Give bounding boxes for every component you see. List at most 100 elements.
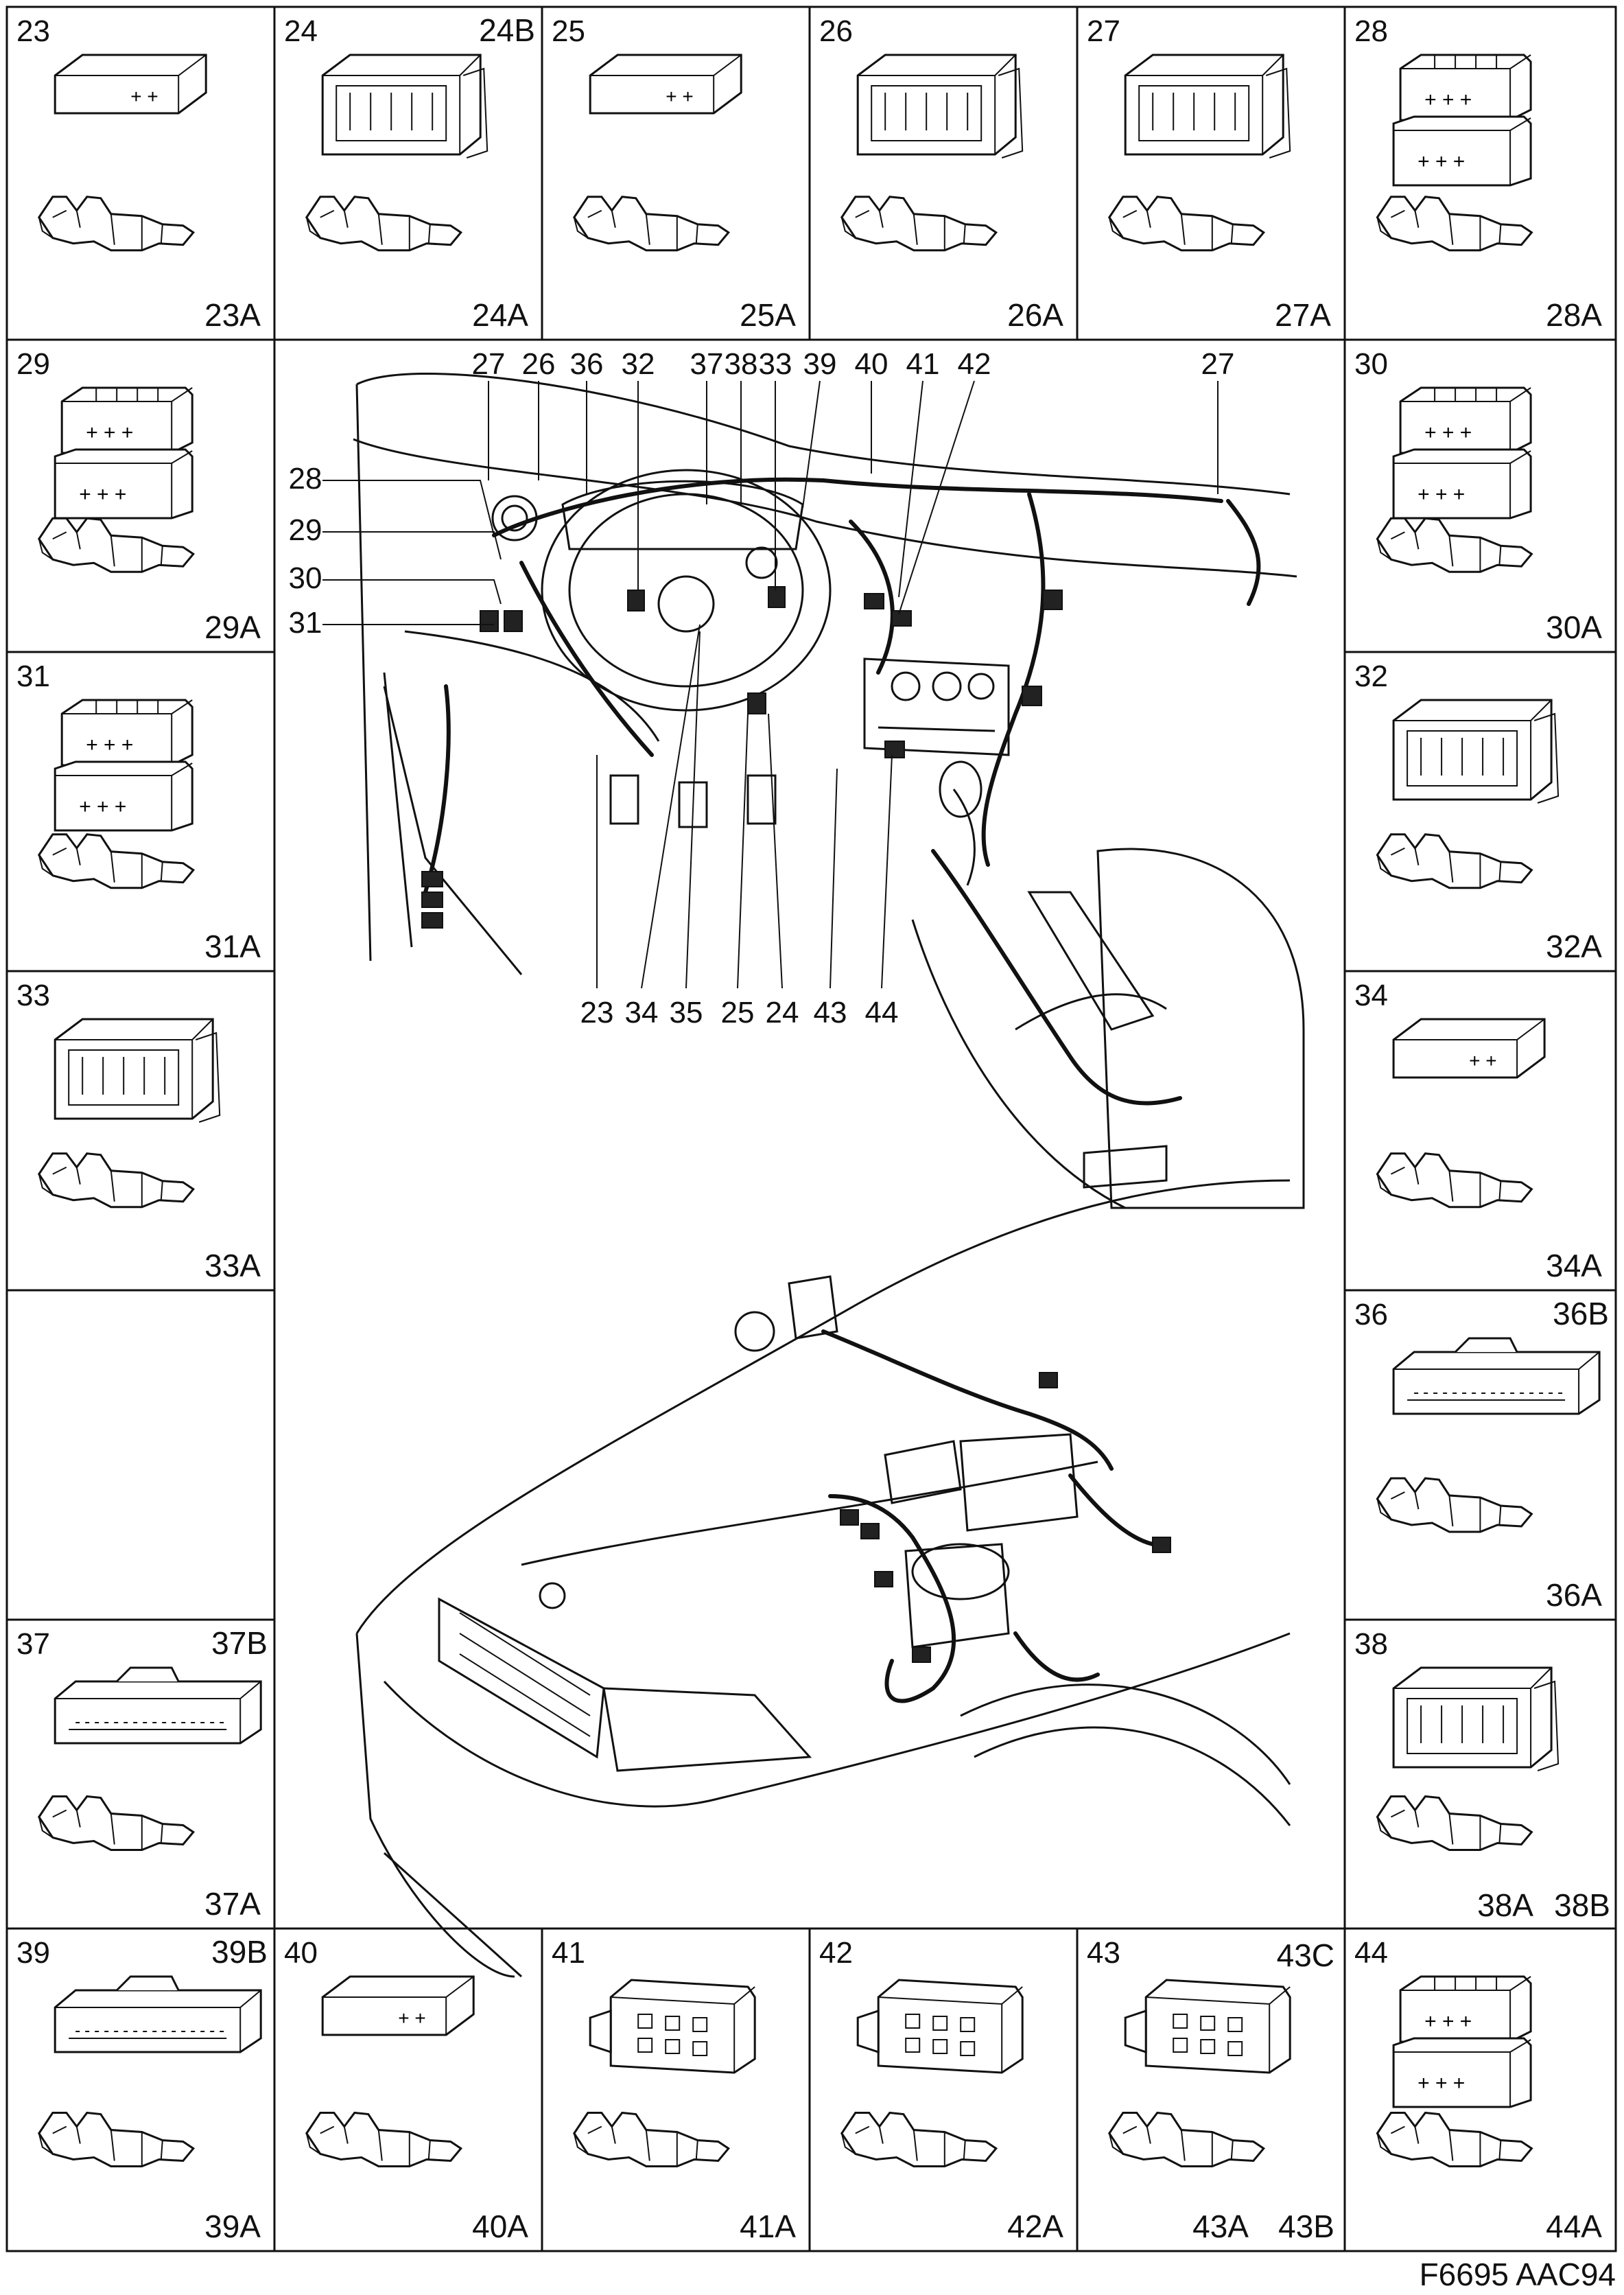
terminal-illustration: [38, 2112, 195, 2167]
part-code-label: 38A: [1477, 1887, 1533, 1923]
callout-number: 38: [725, 347, 758, 381]
terminal-illustration: [38, 196, 195, 252]
callout-number: 29: [289, 513, 322, 547]
terminal-illustration: [1376, 196, 1533, 252]
terminal-illustration: [573, 196, 730, 252]
connector-cell-28: 28 28A: [1354, 14, 1602, 333]
connector-number: 25: [552, 14, 585, 48]
part-code-label: 29A: [204, 609, 261, 645]
connector-housing-illustration: [1392, 1666, 1560, 1772]
connector-housing-illustration: [54, 1666, 262, 1745]
connector-number: 42: [819, 1936, 853, 1970]
connector-cell-25: 25 25A: [552, 14, 796, 333]
part-code-label: 32A: [1546, 929, 1602, 964]
connector-housing-illustration: [54, 386, 193, 520]
connector-cell-43: 43 43A 43B 43C: [1087, 1936, 1334, 2244]
callout-number: 34: [625, 996, 659, 1029]
part-code-label: 24B: [479, 12, 535, 48]
part-code-label: 24A: [472, 297, 528, 333]
connector-housing-illustration: [1392, 699, 1560, 804]
part-code-label: 39A: [204, 2209, 261, 2244]
part-code-label: 41A: [740, 2209, 796, 2244]
callout-number: 37: [690, 347, 724, 381]
connector-cell-26: 26 26A: [819, 14, 1063, 333]
connector-housing-illustration: [1392, 386, 1532, 520]
connector-housing-illustration: [54, 54, 207, 115]
connector-number: 26: [819, 14, 853, 48]
terminal-illustration: [840, 2112, 998, 2167]
callout-number: 27: [472, 347, 506, 381]
part-code-label: 42A: [1007, 2209, 1063, 2244]
connector-cell-41: 41 41A: [552, 1936, 796, 2244]
part-code-label: 43C: [1277, 1937, 1334, 1973]
terminal-illustration: [38, 1152, 195, 1209]
part-code-label: 40A: [472, 2209, 528, 2244]
callout-number: 41: [906, 347, 940, 381]
callout-number: 39: [803, 347, 837, 381]
connector-number: 43: [1087, 1936, 1120, 1970]
callout-number: 25: [721, 996, 755, 1029]
terminal-illustration: [573, 2112, 730, 2167]
part-code-label: 25A: [740, 297, 796, 333]
connector-cell-40: 40 40A: [284, 1936, 528, 2244]
part-code-label: 43B: [1278, 2209, 1334, 2244]
connector-number: 27: [1087, 14, 1120, 48]
connector-housing-illustration: [54, 1975, 262, 2053]
connector-cell-30: 30 30A: [1354, 347, 1602, 645]
figure-code: F6695 AAC94: [1420, 2257, 1616, 2292]
part-code-label: 36A: [1546, 1577, 1602, 1613]
connector-number: 36: [1354, 1298, 1388, 1331]
part-code-label: 28A: [1546, 297, 1602, 333]
connector-number: 40: [284, 1936, 318, 1970]
part-code-label: 30A: [1546, 609, 1602, 645]
terminal-illustration: [305, 196, 462, 252]
callout-number: 28: [289, 462, 322, 496]
connector-number: 28: [1354, 14, 1388, 48]
connector-housing-illustration: [54, 699, 193, 832]
callout-number: 40: [855, 347, 889, 381]
terminal-illustration: [1376, 1152, 1533, 1209]
callout-number: 42: [958, 347, 991, 381]
terminal-illustration: [1376, 517, 1533, 573]
part-code-label: 26A: [1007, 297, 1063, 333]
sheet-border: [5, 5, 1617, 2252]
connector-housing-illustration: [321, 54, 489, 159]
terminal-illustration: [1376, 833, 1533, 889]
connector-housing-illustration: [856, 54, 1024, 159]
callout-number: 31: [289, 606, 322, 640]
part-code-label: 43A: [1192, 2209, 1249, 2244]
connector-number: 33: [16, 979, 50, 1012]
terminal-illustration: [840, 196, 998, 252]
connector-number: 44: [1354, 1936, 1388, 1970]
connector-number: 23: [16, 14, 50, 48]
vehicle-illustration: [322, 373, 1305, 1978]
connector-housing-illustration: [589, 54, 742, 115]
part-code-label: 36B: [1553, 1296, 1609, 1331]
part-code-label: 31A: [204, 929, 261, 964]
connector-number: 30: [1354, 347, 1388, 381]
callout-number: 44: [865, 996, 899, 1029]
terminal-illustration: [1376, 2112, 1533, 2167]
callout-number: 32: [622, 347, 655, 381]
connector-number: 41: [552, 1936, 585, 1970]
connector-housing-illustration: [1392, 1337, 1601, 1415]
part-code-label: 23A: [204, 297, 261, 333]
connector-housing-illustration: [589, 1979, 756, 2074]
part-code-label: 39B: [211, 1934, 268, 1970]
part-code-label: 38B: [1554, 1887, 1610, 1923]
callout-number: 36: [570, 347, 604, 381]
terminal-illustration: [1108, 2112, 1265, 2167]
connector-cell-42: 42 42A: [819, 1936, 1063, 2244]
connector-housing-illustration: [1124, 1979, 1291, 2074]
